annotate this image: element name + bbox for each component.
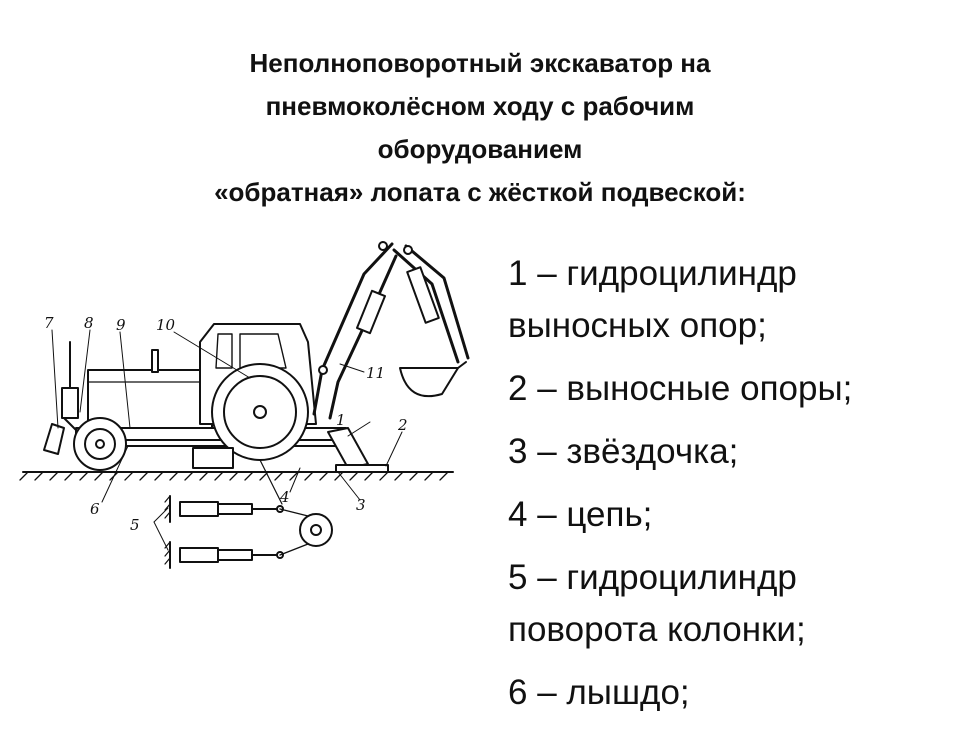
title-line-1: Неполноповоротный экскаватор на: [249, 48, 711, 78]
callout-4: 4: [279, 488, 290, 506]
legend-item-6-line-1: 6 – лышдо;: [508, 673, 690, 712]
parts-legend: 1 – гидроцилиндр выносных опор; 2 – выно…: [508, 248, 948, 730]
legend-item-5-line-1: 5 – гидроцилиндр: [508, 558, 797, 597]
title-line-4: «обратная» лопата с жёсткой подвеской:: [214, 177, 746, 207]
legend-item-5: 5 – гидроцилиндр поворота колонки;: [508, 552, 948, 656]
backhoe-arm: [312, 241, 470, 420]
title-line-3: оборудованием: [377, 134, 583, 164]
callout-6: 6: [90, 500, 100, 518]
outrigger-supports: [192, 427, 389, 473]
sprocket-and-chain: [259, 459, 333, 556]
callout-7: 7: [44, 314, 54, 332]
callout-3: 3: [356, 496, 366, 514]
legend-item-1-line-2: выносных опор;: [508, 306, 767, 345]
diagram-title: Неполноповоротный экскаватор на пневмоко…: [40, 42, 920, 214]
callout-2: 2: [397, 416, 408, 434]
swing-cylinders: [164, 495, 284, 569]
front-blade: [43, 341, 79, 455]
legend-item-2-line-1: 2 – выносные опоры;: [508, 369, 853, 408]
rear-wheel: [211, 363, 309, 461]
callout-1: 1: [336, 411, 346, 429]
front-wheel: [73, 417, 127, 471]
legend-item-5-line-2: поворота колонки;: [508, 610, 806, 649]
callout-11: 11: [366, 364, 385, 382]
callout-9: 9: [116, 316, 126, 334]
legend-item-6: 6 – лышдо;: [508, 667, 948, 719]
legend-item-4: 4 – цепь;: [508, 489, 948, 541]
title-line-2: пневмоколёсном ходу с рабочим: [265, 91, 695, 121]
callout-5: 5: [130, 516, 140, 534]
callout-8: 8: [84, 314, 94, 332]
ground-line: [19, 471, 454, 481]
legend-item-3-line-1: 3 – звёздочка;: [508, 432, 739, 471]
excavator-drawing: 1 2 3 4 5 6 7 8 9 10 11: [19, 241, 470, 569]
legend-item-1: 1 – гидроцилиндр выносных опор;: [508, 248, 948, 352]
legend-item-1-line-1: 1 – гидроцилиндр: [508, 254, 797, 293]
legend-item-4-line-1: 4 – цепь;: [508, 495, 653, 534]
leader-lines: [51, 329, 403, 551]
legend-item-2: 2 – выносные опоры;: [508, 363, 948, 415]
legend-item-3: 3 – звёздочка;: [508, 426, 948, 478]
callout-10: 10: [156, 316, 176, 334]
